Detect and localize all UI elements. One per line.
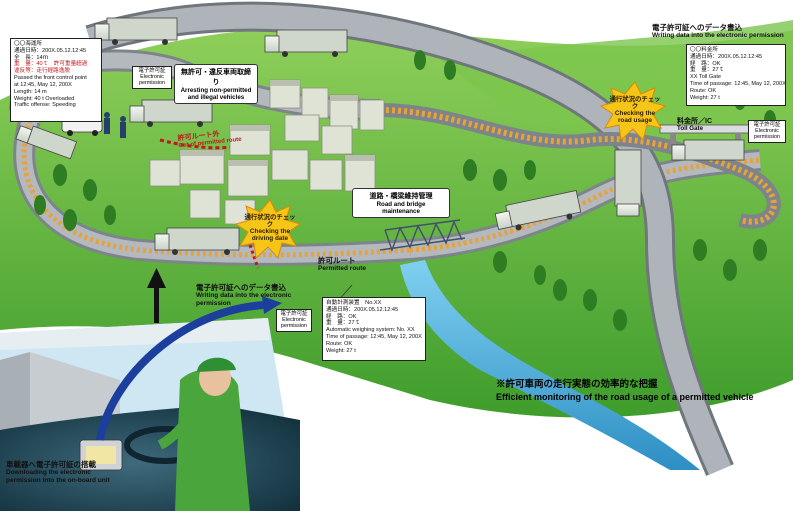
- footer-caption: ※許可車両の走行実態の効率的な把握 Efficient monitoring o…: [496, 379, 754, 402]
- truss-bridge: [379, 219, 466, 253]
- write-data-mid-label: 電子許可証へのデータ書込 Writing data into the elect…: [196, 283, 292, 307]
- in-car-scene: [0, 296, 300, 511]
- arrest-callout: 無許可・違反車両取締り Arresting non-permitted and …: [174, 64, 258, 104]
- violation-record-card: 〇〇海運所 通過日時：200X.05.12.12:45 全 長：14ｍ 重 量：…: [10, 38, 102, 122]
- river: [400, 260, 700, 470]
- electronic-permission-tag-right: 電子許可証 Electronic permission: [748, 120, 786, 143]
- check-usage-label: 通行状況のチェック Checking the road usage: [609, 96, 661, 125]
- check-usage-burst: [599, 81, 667, 142]
- weighing-record-card: 自動計測装置 No.XX 通過日時：200X.05.12.12:45 経 路：O…: [322, 297, 426, 361]
- toll-gate-record-card: 〇〇料金所 通過日時：200X.05.12.12:45 経 路：OK 重 量：2…: [686, 44, 786, 106]
- electronic-permission-tag: 電子許可証 Electronic permission: [132, 66, 172, 89]
- electronic-permission-tag-mid: 電子許可証 Electronic permission: [276, 309, 312, 332]
- road-maintenance-callout: 道路・橋梁維持管理 Road and bridge maintenance: [352, 188, 450, 218]
- up-arrow: [147, 268, 166, 323]
- download-label: 車載器へ電子許可証の搭載 Downloading the electronic …: [6, 460, 110, 484]
- police-officers: [104, 112, 126, 138]
- toll-gate-label: 料金所／IC Toll Gate: [677, 118, 712, 132]
- trucks: [15, 17, 745, 255]
- write-data-top-label: 電子許可証へのデータ書込 Writing data into the elect…: [652, 23, 784, 40]
- check-date-burst: [234, 199, 302, 260]
- permitted-route-label: 許可ルート Permitted route: [318, 256, 367, 273]
- check-date-label: 通行状況のチェック Checking the driving date: [244, 214, 296, 243]
- trees: [34, 50, 776, 331]
